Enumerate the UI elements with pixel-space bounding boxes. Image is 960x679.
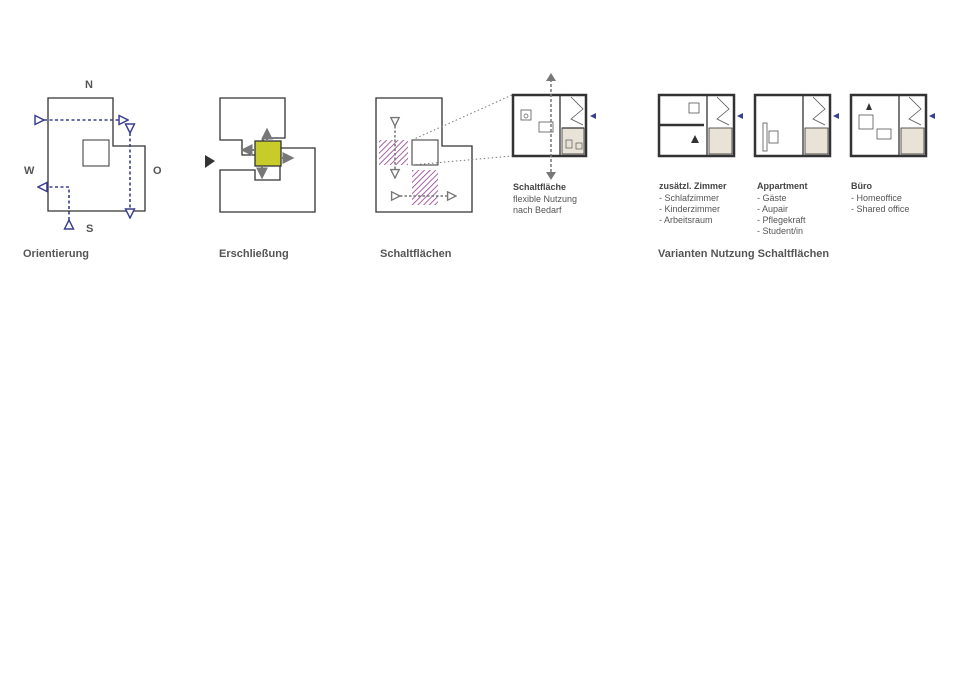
switch-area-diagram	[375, 73, 596, 213]
compass-west: W	[24, 165, 35, 177]
variant-plan-room	[657, 93, 743, 158]
zoom-line-top	[411, 94, 513, 141]
caption-orientation: Orientierung	[23, 248, 90, 260]
compass-north: N	[85, 79, 93, 91]
variant-room-item: - Kinderzimmer	[659, 204, 721, 214]
variant-room-item: - Arbeitsraum	[659, 215, 713, 225]
caption-switch-areas: Schaltflächen	[380, 248, 452, 260]
bathroom-fill	[561, 127, 585, 155]
compass-east: O	[153, 165, 162, 177]
variant-plan-apartment	[753, 93, 839, 158]
variant-plan-office	[849, 93, 935, 158]
switch-area-note-line-1: flexible Nutzung	[513, 194, 578, 204]
variant-apartment-item: - Student/in	[757, 226, 804, 236]
hatched-area-west	[379, 140, 408, 165]
switch-area-note-line-2: nach Bedarf	[513, 205, 562, 215]
variant-apartment-item: - Pflegekraft	[757, 215, 806, 225]
courtyard	[82, 139, 110, 167]
orientation-diagram	[38, 97, 146, 220]
variant-apartment-item: - Aupair	[757, 204, 789, 214]
access-core	[254, 140, 282, 167]
variant-apartment-title: Appartment	[757, 181, 808, 191]
core-box	[411, 139, 439, 166]
variant-office-title: Büro	[851, 181, 872, 191]
variant-room-title: zusätzl. Zimmer	[659, 181, 727, 191]
variant-apartment-item: - Gäste	[757, 193, 787, 203]
variant-office-item: - Shared office	[851, 204, 910, 214]
orientation-arrow-southwest	[38, 187, 69, 220]
access-diagram	[205, 97, 316, 213]
caption-variants: Varianten Nutzung Schaltflächen	[658, 248, 830, 260]
variant-office-item: - Homeoffice	[851, 193, 902, 203]
variant-room-item: - Schlafzimmer	[659, 193, 720, 203]
caption-access: Erschließung	[219, 248, 289, 260]
zoom-line-bottom	[411, 155, 513, 166]
switch-area-note-title: Schaltfläche	[513, 182, 567, 192]
detail-entrance-arrow	[590, 113, 596, 119]
hatched-area-south	[412, 170, 438, 205]
entrance-arrow	[205, 155, 215, 168]
building-outline-2	[375, 97, 473, 213]
compass-south: S	[86, 223, 94, 235]
detail-plan	[511, 73, 596, 180]
